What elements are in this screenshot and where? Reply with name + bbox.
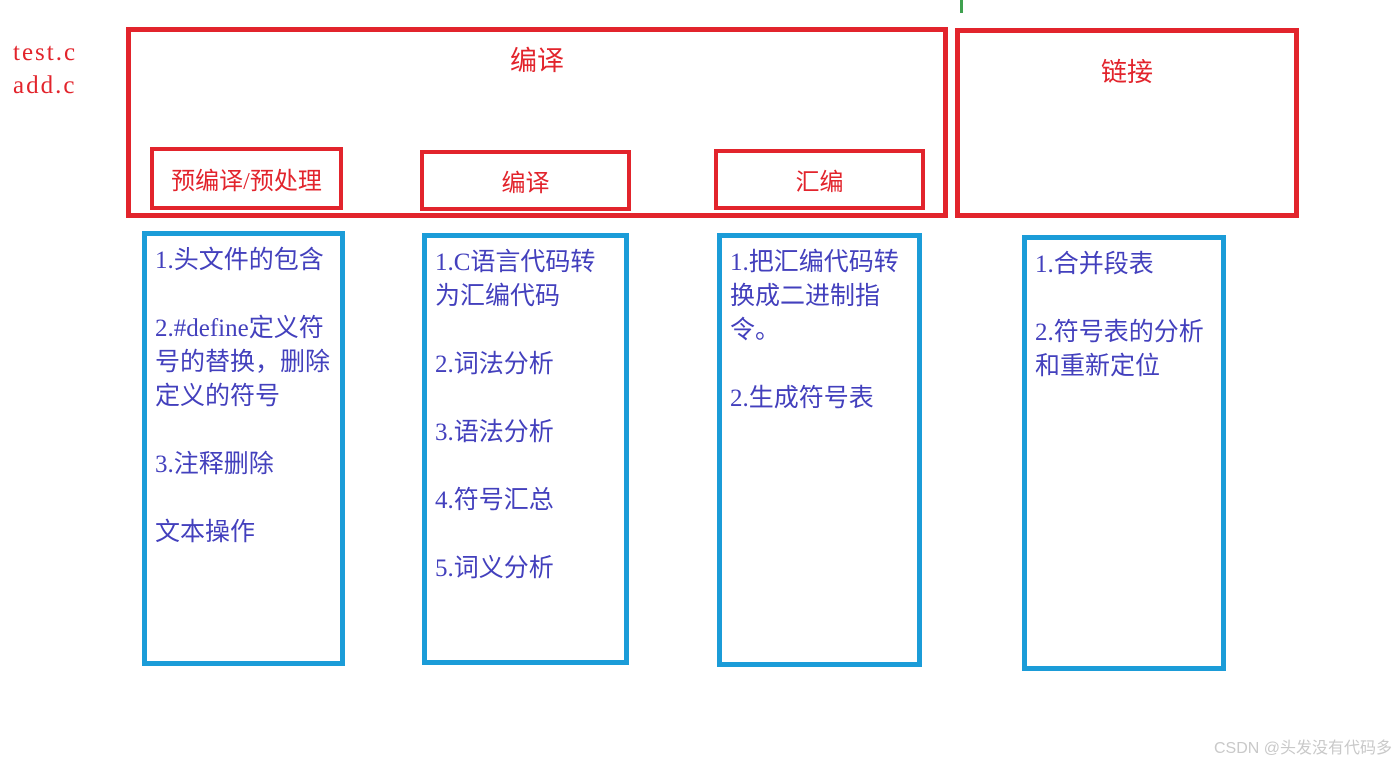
- compile-phase-box: 编译: [126, 27, 948, 218]
- detail-item: 2.词法分析: [435, 351, 554, 378]
- assemble-details-box: 1.把汇编代码转换成二进制指令。 2.生成符号表: [717, 233, 922, 667]
- detail-item: 5.词义分析: [435, 555, 554, 582]
- stage-assemble-box: 汇编: [714, 149, 925, 210]
- detail-item: 1.合并段表: [1035, 251, 1154, 278]
- detail-item: 1.头文件的包含: [155, 247, 324, 274]
- detail-item: 2.#define定义符号的替换，删除定义的符号: [155, 315, 331, 410]
- link-phase-title: 链接: [1100, 58, 1153, 87]
- source-file-add: add.c: [13, 72, 77, 99]
- source-files-label: test.c add.c: [13, 36, 77, 102]
- compile-details-box: 1.C语言代码转为汇编代码 2.词法分析 3.语法分析 4.符号汇总 5.词义分…: [422, 233, 629, 665]
- detail-item: 2.符号表的分析和重新定位: [1035, 319, 1204, 380]
- stage-preprocess-box: 预编译/预处理: [150, 147, 343, 210]
- detail-item: 2.生成符号表: [730, 385, 874, 412]
- stage-compile-box: 编译: [420, 150, 631, 211]
- link-phase-box: 链接: [955, 28, 1299, 218]
- detail-item: 1.C语言代码转为汇编代码: [435, 249, 596, 310]
- link-details-box: 1.合并段表 2.符号表的分析和重新定位: [1022, 235, 1226, 671]
- detail-item: 3.注释删除: [155, 451, 274, 478]
- stage-preprocess-label: 预编译/预处理: [171, 169, 322, 195]
- stage-assemble-label: 汇编: [795, 170, 844, 196]
- source-file-test: test.c: [13, 39, 78, 66]
- preprocess-details-box: 1.头文件的包含 2.#define定义符号的替换，删除定义的符号 3.注释删除…: [142, 231, 345, 666]
- detail-item: 1.把汇编代码转换成二进制指令。: [730, 249, 899, 344]
- detail-item: 文本操作: [155, 519, 256, 546]
- stage-compile-label: 编译: [501, 171, 550, 197]
- watermark: CSDN @头发没有代码多: [1213, 740, 1392, 757]
- detail-item: 3.语法分析: [435, 419, 554, 446]
- green-tick-mark: [960, 0, 963, 13]
- compile-phase-title: 编译: [510, 46, 564, 76]
- detail-item: 4.符号汇总: [435, 487, 554, 514]
